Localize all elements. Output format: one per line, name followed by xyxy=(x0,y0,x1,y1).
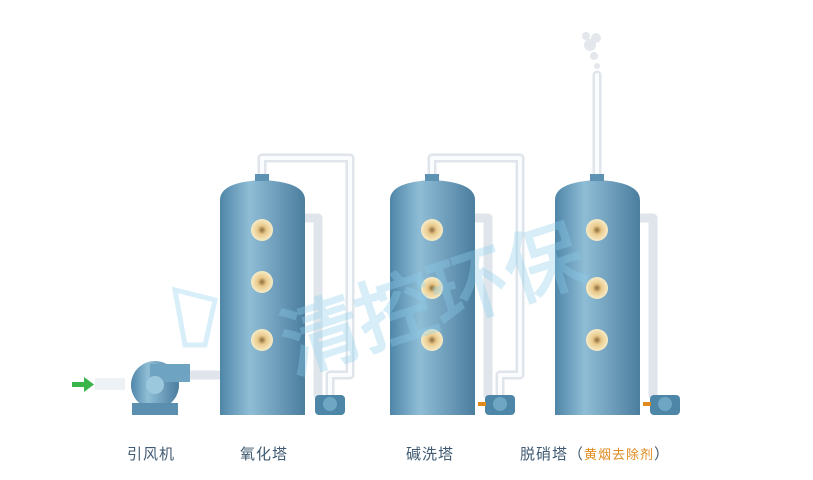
tower-alkali xyxy=(390,174,475,415)
pump-icon xyxy=(315,395,680,415)
smoke-icon xyxy=(582,32,601,69)
label-oxidation-tower: 氧化塔 xyxy=(240,445,289,463)
label-denitration-tower: 脱硝塔（黄烟去除剂） xyxy=(520,443,670,464)
fan-icon xyxy=(95,361,190,415)
paren-close: ） xyxy=(654,445,671,463)
denitration-name: 脱硝塔 xyxy=(520,445,569,463)
arrow-icon xyxy=(72,377,94,392)
paren-open: （ xyxy=(568,445,585,463)
label-alkali-tower: 碱洗塔 xyxy=(406,445,455,463)
tower-denitration xyxy=(555,174,640,415)
tower-oxidation xyxy=(220,174,305,415)
denitration-note: 黄烟去除剂 xyxy=(584,448,655,463)
label-fan: 引风机 xyxy=(127,445,176,463)
